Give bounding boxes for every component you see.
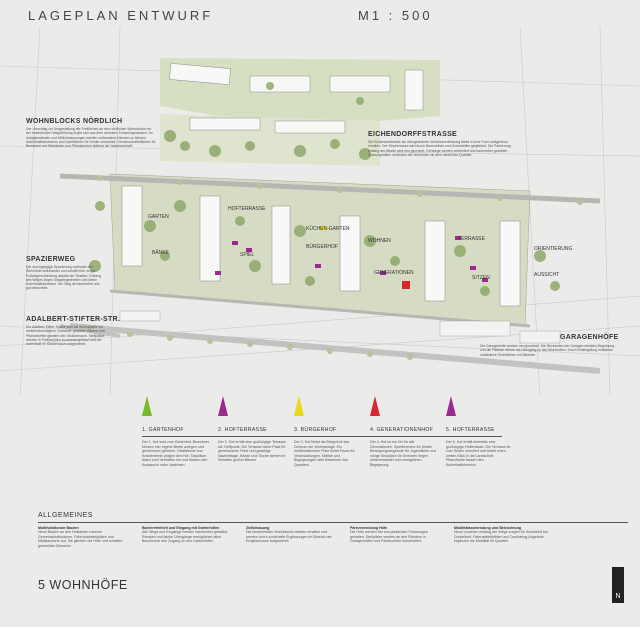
label-spazierweg: SPAZIERWEG	[26, 256, 76, 263]
allgemeines-col: Mobilitätsanwendung und Beleuchtung Neue…	[454, 526, 554, 544]
courtyard-text: Der 2. Hof erhält eine großzügige Terras…	[218, 440, 286, 462]
plan-label: TERRASSE	[458, 236, 485, 242]
triangle-marker	[142, 396, 152, 416]
plan-label: WOHNEN	[368, 238, 391, 244]
allgemeines-col: Zielbebauung Die bestehenden Wohnblocks …	[246, 526, 338, 544]
plan-label: ORIENTIERUNG	[534, 246, 573, 252]
allgemeines-col: Parkvermeidung Höfe Die Höfe werden frei…	[350, 526, 442, 544]
label-adalbert: ADALBERT-STIFTER-STR.	[26, 316, 121, 323]
divider	[142, 436, 502, 437]
triangle-marker	[218, 396, 228, 416]
site-plan	[0, 26, 640, 396]
text-wohnblocks: Der Vorschlag zur Umgestaltung der Freif…	[26, 127, 156, 149]
plan-label: BÜRGERHOF	[306, 244, 338, 250]
allgemeines-col-text: Die bestehenden Wohnblocks bleiben erhal…	[246, 530, 332, 543]
text-spazierweg: Der durchgängige Spazierweg verbindet al…	[26, 265, 101, 291]
allgemeines-col-text: Neue Leuchten entlang der Wege sorgen fü…	[454, 530, 548, 543]
plan-label: GENERATIONEN	[374, 270, 414, 276]
label-eichendorff: EICHENDORFFSTRASSE	[368, 131, 458, 138]
plan-label: AUSSICHT	[534, 272, 560, 278]
allgemeines-col-text: Die Höfe werden frei von parkenden Fahrz…	[350, 530, 428, 543]
allgemeines-col-title: Parkvermeidung Höfe	[350, 526, 388, 530]
allgemeines-col: Multifunktionale Bauten Neue Bauten an d…	[38, 526, 130, 548]
triangle-marker	[294, 396, 304, 416]
courtyard-text: Der 1. Hof wird zum Gartenhof. Bewohner …	[142, 440, 209, 467]
plan-label: KÜCHEN-GARTEN	[306, 226, 350, 232]
courtyard-text: Der 3. Hof bildet als Bürgerhof das Zent…	[294, 440, 355, 467]
allgemeines-col-title: Multifunktionale Bauten	[38, 526, 79, 530]
courtyard-text: Der 5. Hof erhält ebenfalls eine großzüg…	[446, 440, 511, 467]
text-garagen: Die Garagenhöfe werden neu geordnet. Die…	[480, 344, 615, 357]
courtyard-label: 1. GARTENHOF	[142, 427, 184, 433]
allgemeines-col: Barrierefreiheit und Eingang mit Gartenh…	[142, 526, 234, 544]
footer-title: 5 WOHNHÖFE	[38, 578, 128, 592]
text-eichendorff: Die Eichendorffstraße als übergeordnete …	[368, 140, 511, 157]
north-label: N	[615, 593, 621, 600]
text-adalbert: Die Adalbert-Stifter-Straße wird als Woh…	[26, 325, 105, 347]
label-garagen: GARAGENHÖFE	[560, 334, 619, 341]
courtyard-label: 3. BÜRGERHOF	[294, 427, 337, 433]
allgemeines-col-title: Barrierefreiheit und Eingang mit Gartenh…	[142, 526, 220, 530]
plan-label: SPIEL	[240, 252, 255, 258]
north-arrow-icon: N	[612, 567, 624, 603]
allgemeines-heading: ALLGEMEINES	[38, 512, 93, 519]
courtyard-text: Der 4. Hof ist ein Ort für alle Generati…	[370, 440, 437, 467]
courtyard-label: 2. HOFTERRASSE	[218, 427, 267, 433]
divider	[38, 522, 628, 523]
plan-label: SITZEN	[472, 275, 490, 281]
allgemeines-col-text: Alle Wege und Eingänge werden barrierefr…	[142, 530, 229, 543]
triangle-marker	[446, 396, 456, 416]
allgemeines-col-title: Zielbebauung	[246, 526, 270, 530]
plan-label: GARTEN	[148, 214, 169, 220]
allgemeines-col-text: Neue Bauten an den Hofkanten nehmen Geme…	[38, 530, 123, 548]
plan-label: HOFTERRASSE	[228, 206, 266, 212]
courtyard-label: 4. GENERATIONENHOF	[370, 427, 434, 433]
scale-label: M1 : 500	[358, 8, 433, 23]
label-wohnblocks: WOHNBLOCKS NÖRDLICH	[26, 118, 123, 125]
page-title: LAGEPLAN ENTWURF	[28, 8, 214, 23]
courtyard-label: 5. HOFTERRASSE	[446, 427, 495, 433]
triangle-marker	[370, 396, 380, 416]
plan-label: BÄNKE	[152, 250, 169, 256]
allgemeines-col-title: Mobilitätsanwendung und Beleuchtung	[454, 526, 522, 530]
